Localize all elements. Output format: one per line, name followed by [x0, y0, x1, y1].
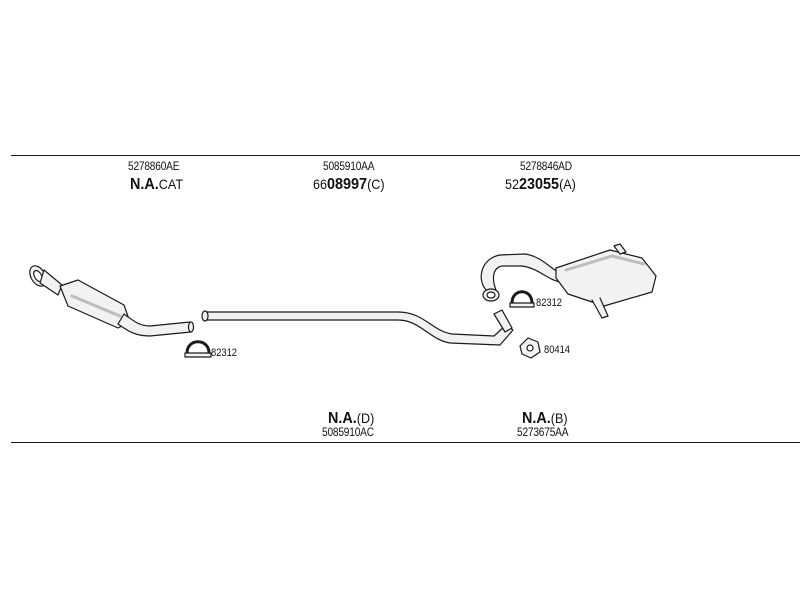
c-part-code: 6608997(C) [313, 176, 385, 194]
rear-clamp-bow [510, 290, 534, 305]
cat-body-shade [70, 294, 122, 318]
b-code-bold: N.A. [522, 410, 551, 427]
front-clamp-number: 82312 [211, 347, 238, 359]
b-oe-number: 5273675AA [517, 427, 569, 439]
front-clamp-part [184, 340, 212, 358]
front-clamp-bow [185, 340, 211, 355]
cat-outlet-end [187, 321, 195, 333]
rear-silencer-hanger [613, 243, 627, 255]
front-clamp-saddle [184, 352, 212, 358]
rear-clamp-part [509, 290, 535, 308]
rear-silencer-shade [564, 254, 646, 272]
cat-outlet-pipe [117, 313, 192, 337]
catalytic-converter-part [29, 265, 195, 337]
top-divider [11, 155, 800, 156]
rear-pipe-bend [480, 253, 561, 291]
b-part-code: N.A.(B) [522, 410, 568, 428]
rear-pipe-inlet-opening [486, 291, 496, 299]
cat-part-code: N.A.CAT [130, 176, 183, 194]
cat-code-suffix: CAT [158, 176, 184, 192]
centre-pipe-inlet [201, 310, 209, 322]
bottom-divider [11, 442, 800, 443]
c-oe-number: 5085910AA [323, 161, 375, 173]
b-code-suffix: (B) [550, 410, 568, 426]
centre-pipe-outlet [493, 309, 513, 333]
a-code-bold: 23055 [519, 176, 560, 193]
gasket-number: 80414 [544, 344, 571, 356]
centre-pipe-body [203, 311, 514, 346]
cat-code-bold: N.A. [130, 176, 159, 193]
gasket-part [519, 337, 541, 359]
rear-clamp-saddle [509, 302, 535, 308]
d-code-bold: N.A. [328, 410, 357, 427]
cat-inlet-neck [39, 269, 63, 296]
a-oe-number: 5278846AD [520, 161, 572, 173]
d-part-code: N.A.(D) [328, 410, 374, 428]
centre-pipe-part [201, 309, 514, 346]
c-code-bold: 08997 [327, 176, 368, 193]
c-code-prefix: 66 [313, 176, 328, 192]
d-code-suffix: (D) [356, 410, 375, 426]
a-code-prefix: 52 [505, 176, 520, 192]
rear-clamp-number: 82312 [536, 297, 563, 309]
a-part-code: 5223055(A) [505, 176, 576, 194]
c-code-suffix: (C) [367, 176, 385, 192]
cat-oe-number: 5278860AE [128, 161, 180, 173]
rear-tailpipe [591, 297, 609, 319]
rear-silencer-part [480, 243, 657, 319]
gasket-hole [526, 344, 534, 352]
a-code-suffix: (A) [559, 176, 576, 192]
d-oe-number: 5085910AC [322, 427, 374, 439]
